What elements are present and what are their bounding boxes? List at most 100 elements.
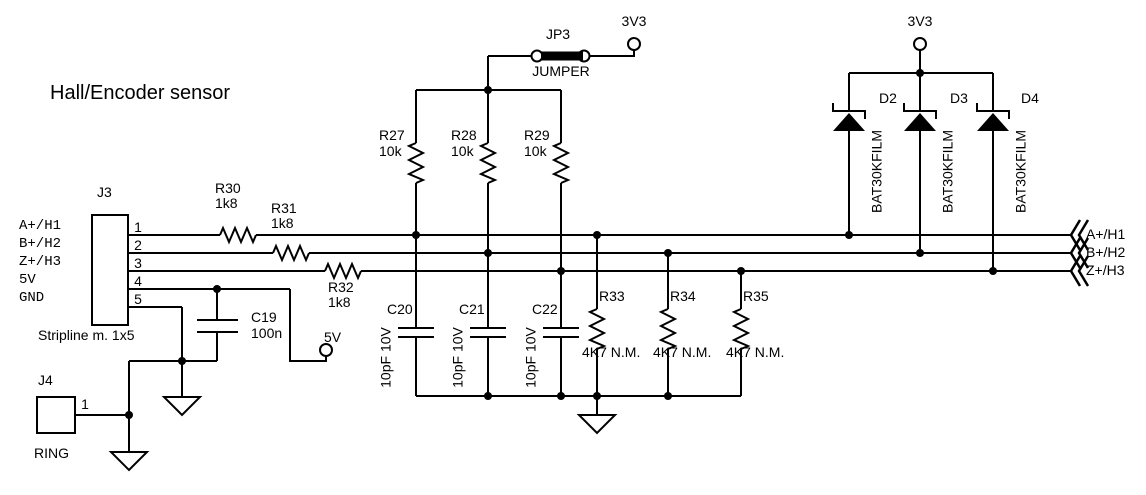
resistor-r29-symbol xyxy=(551,142,571,184)
resistor-r27-symbol xyxy=(406,142,426,184)
terminal-3v3-jumper xyxy=(627,37,641,51)
junction-dot xyxy=(412,231,420,239)
c19-refdes: C19 xyxy=(251,309,277,325)
junction-dot xyxy=(178,357,186,365)
junction-dot xyxy=(989,267,997,275)
jp3-pad-left xyxy=(530,49,544,63)
ground-symbol-pin5 xyxy=(161,396,203,417)
d4-value: BAT30KFILM xyxy=(1012,130,1029,213)
r27-refdes: R27 xyxy=(379,127,405,143)
r30-value: 1k8 xyxy=(215,195,238,211)
left-ground-wires xyxy=(75,307,217,452)
output-chevron-3 xyxy=(1069,255,1090,287)
junction-dot xyxy=(916,249,924,257)
diode-d3-cathode-bar xyxy=(903,103,937,119)
r35-value: 4K7 N.M. xyxy=(726,344,785,360)
filter-cap-wires xyxy=(415,235,741,397)
r28-refdes: R28 xyxy=(451,127,477,143)
d2-refdes: D2 xyxy=(879,90,897,106)
junction-dot xyxy=(557,392,565,400)
j3-pin5-number: 5 xyxy=(134,291,142,307)
resistor-r28-symbol xyxy=(478,142,498,184)
diode-d4-cathode-bar xyxy=(976,103,1010,119)
j3-pin1-number: 1 xyxy=(134,219,142,235)
j3-pin4-name: 5V xyxy=(19,272,36,288)
terminal-5v xyxy=(319,343,333,357)
r27-value: 10k xyxy=(379,143,402,159)
signal-wires xyxy=(128,234,1071,272)
resistor-r35-symbol xyxy=(731,308,751,350)
r33-refdes: R33 xyxy=(599,288,625,304)
junction-dot xyxy=(125,411,133,419)
junction-dots xyxy=(125,69,997,419)
junction-dot xyxy=(664,392,672,400)
r32-value: 1k8 xyxy=(328,294,351,310)
r31-value: 1k8 xyxy=(271,215,294,231)
output-net-1-label: A+/H1 xyxy=(1086,226,1126,242)
resistor-r31-symbol xyxy=(272,243,310,263)
c20-value: 10pF 10V xyxy=(377,327,394,388)
r35-refdes: R35 xyxy=(743,288,769,304)
j3-pin3-name: Z+/H3 xyxy=(19,254,62,270)
output-net-2-label: B+/H2 xyxy=(1086,244,1126,260)
j4-refdes: J4 xyxy=(38,372,53,388)
junction-dot xyxy=(593,231,601,239)
c21-refdes: C21 xyxy=(459,301,485,317)
resistor-r33-symbol xyxy=(587,308,607,350)
v5-terminal-wire xyxy=(289,289,327,362)
diode-d2-triangle xyxy=(833,113,865,131)
junction-dot xyxy=(737,267,745,275)
c20-refdes: C20 xyxy=(387,301,413,317)
net-3v3-jumper-label: 3V3 xyxy=(621,13,647,29)
j3-pin2-name: B+/H2 xyxy=(19,236,62,252)
c22-value: 10pF 10V xyxy=(522,327,539,388)
nm-resistor-wires xyxy=(596,235,742,396)
junction-dot xyxy=(593,392,601,400)
j4-pin1-number: 1 xyxy=(81,396,89,412)
diode-d3-triangle xyxy=(904,113,936,131)
diode-d4-triangle xyxy=(977,113,1009,131)
net-5v-label: 5V xyxy=(324,329,342,345)
resistor-r30-symbol xyxy=(219,225,257,245)
j4-note: RING xyxy=(34,445,69,461)
output-net-3-label: Z+/H3 xyxy=(1086,262,1125,278)
j3-pin2-number: 2 xyxy=(134,237,142,253)
r31-refdes: R31 xyxy=(271,200,297,216)
j4-connector-body xyxy=(36,396,76,434)
j3-note: Stripline m. 1x5 xyxy=(38,327,135,343)
capacitor-c19-symbol xyxy=(197,319,238,333)
jp3-refdes: JP3 xyxy=(545,26,571,42)
c21-value: 10pF 10V xyxy=(449,327,466,388)
wire-layer xyxy=(36,37,1090,472)
jp3-shunt-bar xyxy=(541,51,583,61)
d3-value: BAT30KFILM xyxy=(939,130,956,213)
r34-value: 4K7 N.M. xyxy=(653,344,712,360)
junction-dot xyxy=(484,86,492,94)
c22-refdes: C22 xyxy=(532,301,558,317)
r34-refdes: R34 xyxy=(670,288,696,304)
schematic-title: Hall/Encoder sensor xyxy=(50,82,231,104)
c19-value: 100n xyxy=(251,325,283,341)
jp3-value: JUMPER xyxy=(532,63,590,79)
r33-value: 4K7 N.M. xyxy=(582,344,641,360)
r32-refdes: R32 xyxy=(328,279,354,295)
terminal-3v3-diodes xyxy=(913,37,927,51)
junction-dot xyxy=(664,249,672,257)
r28-value: 10k xyxy=(451,143,474,159)
r30-refdes: R30 xyxy=(215,180,241,196)
junction-dot xyxy=(213,285,221,293)
resistor-r34-symbol xyxy=(658,308,678,350)
d3-refdes: D3 xyxy=(950,90,968,106)
j3-pin3-number: 3 xyxy=(134,255,142,271)
j3-pin1-name: A+/H1 xyxy=(19,218,62,234)
j3-pin5-name: GND xyxy=(19,290,45,306)
j3-power-pin-wires xyxy=(128,288,290,308)
resistor-r32-symbol xyxy=(324,261,362,281)
j3-refdes: J3 xyxy=(97,184,112,200)
junction-dot xyxy=(484,249,492,257)
diode-d2-cathode-bar xyxy=(832,103,866,119)
capacitor-c21-symbol xyxy=(470,327,506,338)
capacitor-c22-symbol xyxy=(543,327,579,338)
